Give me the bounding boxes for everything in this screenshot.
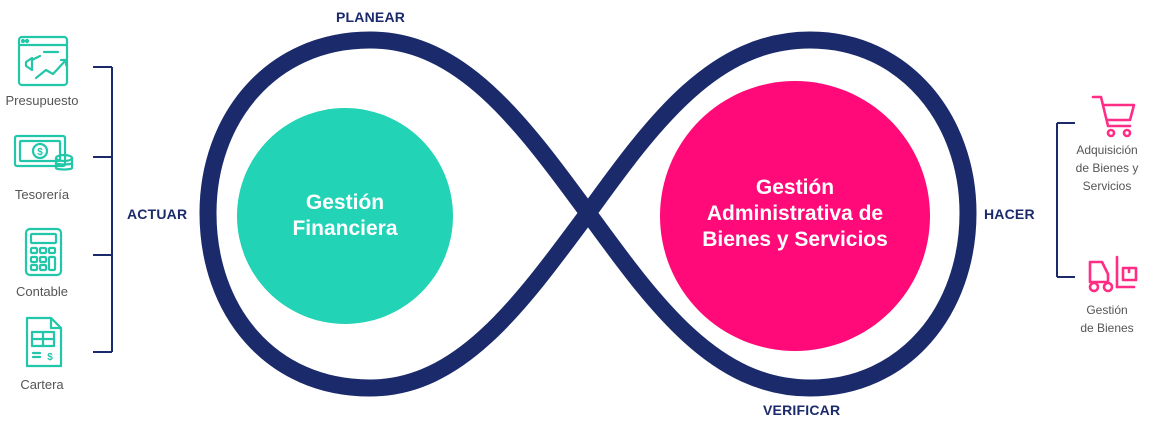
infinity-loop (199, 31, 977, 397)
calculator-icon (24, 227, 63, 277)
presupuesto-label: Presupuesto (5, 93, 79, 108)
stage-hacer: HACER (984, 206, 1035, 222)
adquisicion-label: Adquisición de Bienes y Servicios (1057, 141, 1156, 195)
tesoreria-label: Tesorería (14, 187, 70, 202)
gestion-bienes-label-line2: de Bienes (1080, 321, 1134, 335)
shopping-cart-icon (1091, 95, 1136, 138)
forklift-icon (1088, 255, 1138, 293)
actuar-bracket (93, 66, 113, 353)
gestion-administrativa-circle (660, 81, 930, 351)
gestion-administrativa-text: Gestión Administrativa de Bienes y Servi… (665, 175, 925, 253)
contable-label: Contable (15, 284, 69, 299)
money-bill-icon: $ (13, 134, 74, 171)
gestion-financiera-text: Gestión Financiera (255, 190, 435, 242)
gestion-bienes-label: Gestión de Bienes (1057, 301, 1156, 337)
adquisicion-label-line2: de Bienes y (1075, 161, 1139, 175)
hacer-bracket (1056, 122, 1075, 278)
adquisicion-label-line1: Adquisición (1076, 143, 1138, 157)
gestion-administrativa-line3: Bienes y Servicios (702, 228, 888, 251)
stage-actuar: ACTUAR (127, 206, 188, 222)
cartera-label: Cartera (20, 377, 64, 392)
adquisicion-label-line3: Servicios (1082, 179, 1132, 193)
gestion-financiera-line1: Gestión (305, 191, 385, 214)
stage-planear: PLANEAR (336, 9, 406, 25)
gestion-financiera-line2: Financiera (292, 217, 398, 240)
gestion-bienes-label-line1: Gestión (1086, 303, 1128, 317)
invoice-icon: $ (25, 316, 63, 368)
gestion-administrativa-line1: Gestión (755, 176, 835, 199)
gestion-financiera-circle (237, 108, 453, 324)
svg-text:$: $ (37, 147, 43, 158)
svg-text:$: $ (47, 352, 53, 363)
gestion-administrativa-line2: Administrativa de (706, 202, 884, 225)
stage-verificar: VERIFICAR (763, 402, 841, 418)
budget-chart-icon (17, 35, 69, 87)
